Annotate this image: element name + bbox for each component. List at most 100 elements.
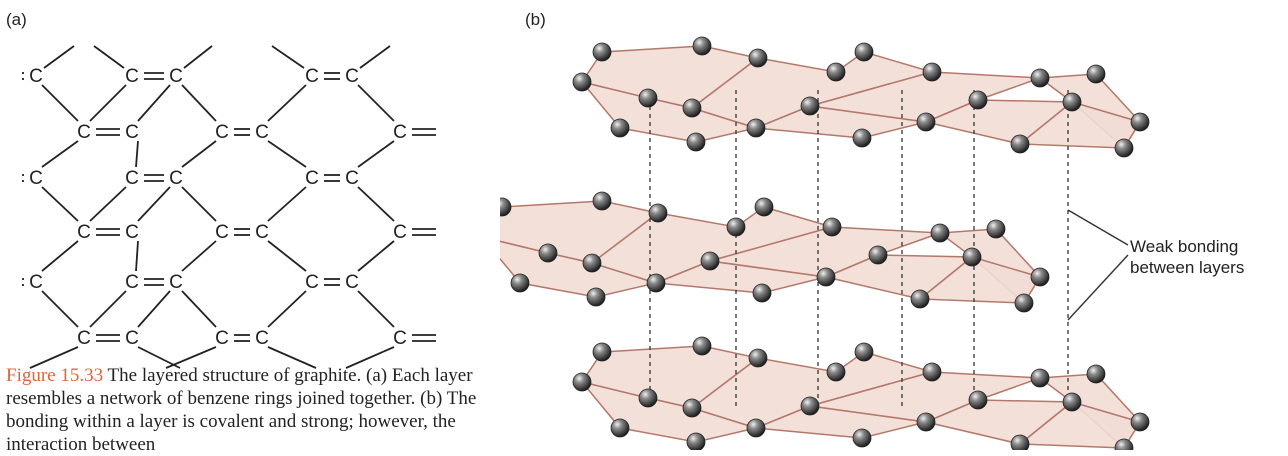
carbon-atom xyxy=(648,203,668,223)
carbon-atom-label: C xyxy=(393,122,407,143)
carbon-atom xyxy=(592,42,612,62)
carbon-atom xyxy=(922,362,942,382)
caption-text: The layered structure of graphite. (a) E… xyxy=(6,365,477,455)
carbon-atom xyxy=(1130,112,1150,132)
single-bond xyxy=(41,140,79,168)
carbon-atom-label: C xyxy=(125,122,139,143)
carbon-atom xyxy=(592,191,612,211)
carbon-atom xyxy=(962,247,982,267)
carbon-atom-label: C xyxy=(125,168,139,189)
carbon-atom xyxy=(692,36,712,56)
single-bond xyxy=(29,346,79,369)
single-bond xyxy=(271,45,305,69)
single-bond xyxy=(181,140,217,168)
carbon-atom-label: C xyxy=(169,272,183,293)
carbon-atom xyxy=(916,112,936,132)
carbon-atom xyxy=(686,132,706,152)
carbon-atom xyxy=(852,128,872,148)
carbon-atom-label: C xyxy=(29,66,43,87)
carbon-atom xyxy=(916,412,936,432)
carbon-atom-label: C xyxy=(125,272,139,293)
carbon-atom xyxy=(1030,68,1050,88)
carbon-atom xyxy=(1030,267,1050,287)
carbon-atom xyxy=(746,418,766,438)
carbon-atom-label: C xyxy=(77,328,91,349)
single-bond xyxy=(181,84,217,122)
carbon-atom-label: C xyxy=(77,222,91,243)
carbon-atom-label: C xyxy=(169,66,183,87)
carbon-atom xyxy=(930,223,950,243)
single-bond xyxy=(357,140,395,168)
carbon-atom xyxy=(572,72,592,92)
carbon-atom xyxy=(592,342,612,362)
annotation-leader-bottom xyxy=(1067,254,1129,321)
single-bond xyxy=(181,290,217,328)
carbon-atom-label: C xyxy=(125,222,139,243)
carbon-atom-label: C xyxy=(255,222,269,243)
carbon-atom xyxy=(1114,438,1134,450)
single-bond xyxy=(43,45,75,69)
single-bond xyxy=(267,186,307,222)
carbon-atom xyxy=(852,428,872,448)
carbon-atom xyxy=(1086,364,1106,384)
single-bond xyxy=(137,84,171,122)
carbon-atom xyxy=(1014,293,1034,313)
carbon-atom xyxy=(726,217,746,237)
weak-bonding-line-2: between layers xyxy=(1130,258,1245,277)
single-bond xyxy=(41,290,79,328)
carbon-atom xyxy=(500,197,512,217)
carbon-atom-label: C xyxy=(125,328,139,349)
carbon-atom xyxy=(826,62,846,82)
carbon-atom xyxy=(800,96,820,116)
carbon-atom xyxy=(854,42,874,62)
graphite-layers-diagram xyxy=(500,36,1150,450)
annotation-leader-top xyxy=(1067,209,1129,246)
carbon-atom xyxy=(700,251,720,271)
carbon-atom xyxy=(868,245,888,265)
carbon-atom xyxy=(746,118,766,138)
carbon-atom-label: C xyxy=(305,66,319,87)
carbon-atom xyxy=(582,253,602,273)
carbon-atom xyxy=(686,432,706,450)
carbon-atom-label: C xyxy=(345,66,359,87)
single-bond xyxy=(41,240,79,272)
single-bond xyxy=(345,346,395,369)
carbon-atom xyxy=(572,372,592,392)
carbon-atom xyxy=(610,118,630,138)
single-bond xyxy=(137,186,171,222)
carbon-atom xyxy=(586,287,606,307)
carbon-atom xyxy=(752,283,772,303)
carbon-atom xyxy=(826,362,846,382)
carbon-atom-label: C xyxy=(393,328,407,349)
single-bond xyxy=(89,84,127,122)
carbon-atom-label: C xyxy=(215,122,229,143)
carbon-atom xyxy=(538,243,558,263)
carbon-atom xyxy=(910,289,930,309)
carbon-atom-label: C xyxy=(215,222,229,243)
carbon-atom xyxy=(1010,434,1030,450)
single-bond xyxy=(267,346,317,369)
carbon-atom xyxy=(638,88,658,108)
carbon-atom-label: C xyxy=(77,122,91,143)
single-bond xyxy=(135,140,139,168)
carbon-atom xyxy=(816,267,836,287)
carbon-atom xyxy=(682,398,702,418)
single-bond xyxy=(41,84,79,122)
carbon-atom xyxy=(638,388,658,408)
single-bond xyxy=(357,84,395,122)
carbon-atom xyxy=(646,273,666,293)
carbon-atom-label: C xyxy=(345,168,359,189)
single-bond xyxy=(89,290,127,328)
carbon-atom xyxy=(800,396,820,416)
carbon-atom xyxy=(1062,392,1082,412)
single-bond xyxy=(41,186,79,222)
single-bond xyxy=(357,240,395,272)
carbon-atom xyxy=(968,390,988,410)
carbon-atom xyxy=(922,62,942,82)
carbon-atom xyxy=(854,342,874,362)
figure-number: Figure 15.33 xyxy=(6,365,104,386)
carbon-atom xyxy=(986,219,1006,239)
panel-a-label: (a) xyxy=(6,10,27,29)
